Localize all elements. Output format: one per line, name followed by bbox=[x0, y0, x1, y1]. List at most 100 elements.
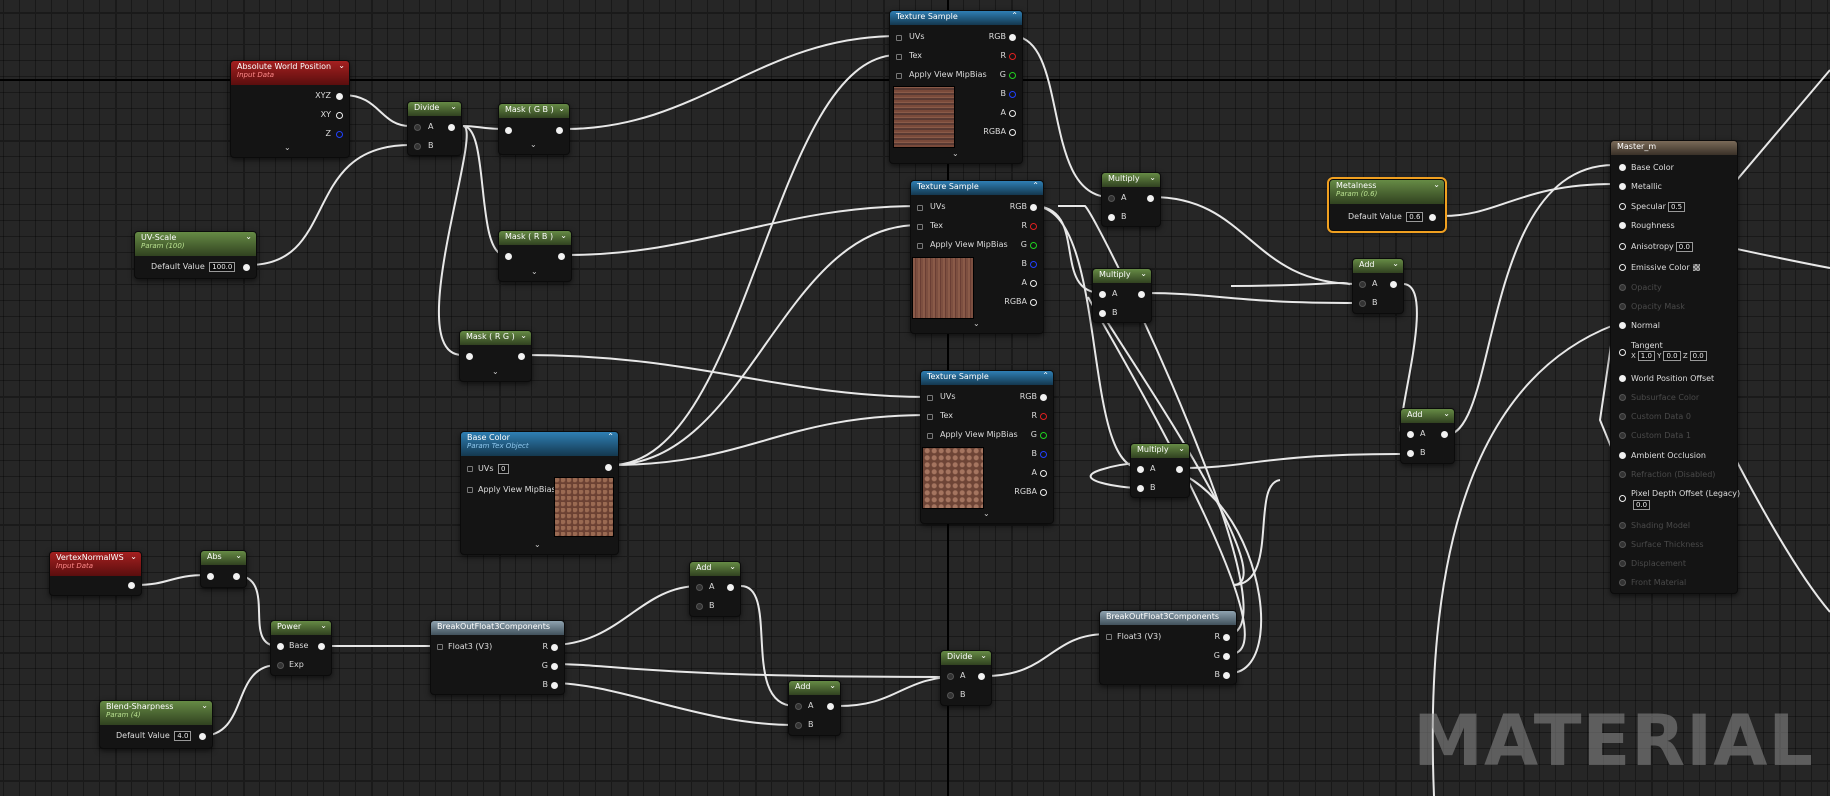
node-add-3[interactable]: Add⌄ A B bbox=[689, 561, 741, 617]
chevron-up-icon[interactable]: ⌃ bbox=[1011, 11, 1018, 20]
expand-chevron-icon[interactable]: ⌄ bbox=[973, 319, 980, 328]
output-pin-b[interactable] bbox=[1040, 451, 1047, 458]
input-pin-b[interactable] bbox=[696, 603, 703, 610]
node-header[interactable]: Add⌄ bbox=[1401, 409, 1454, 423]
input-pin[interactable] bbox=[1619, 243, 1626, 250]
chevron-down-icon[interactable]: ⌄ bbox=[558, 104, 565, 113]
output-pin-a[interactable] bbox=[1009, 110, 1016, 117]
output-pin[interactable] bbox=[727, 584, 734, 591]
node-header[interactable]: Abs⌄ bbox=[201, 551, 246, 565]
output-pin[interactable] bbox=[1138, 291, 1145, 298]
specular-value-field[interactable]: 0.5 bbox=[1667, 202, 1686, 212]
chevron-down-icon[interactable]: ⌄ bbox=[130, 552, 137, 561]
node-breakout-float3-2[interactable]: BreakOutFloat3Components Float3 (V3) R G… bbox=[1099, 610, 1237, 685]
output-pin-rgba[interactable] bbox=[1040, 489, 1047, 496]
node-header[interactable]: Add⌄ bbox=[789, 681, 840, 695]
input-pin-b[interactable] bbox=[1099, 310, 1106, 317]
input-pin-a[interactable] bbox=[1099, 291, 1106, 298]
chevron-down-icon[interactable]: ⌄ bbox=[829, 681, 836, 690]
output-pin-b[interactable] bbox=[1030, 261, 1037, 268]
expand-chevron-icon[interactable]: ⌄ bbox=[531, 267, 538, 276]
output-pin-rgba[interactable] bbox=[1009, 129, 1016, 136]
input-pin[interactable] bbox=[1619, 349, 1626, 356]
input-pin-tex[interactable] bbox=[896, 54, 902, 60]
output-pin-xy[interactable] bbox=[336, 112, 343, 119]
node-multiply-3[interactable]: Multiply⌄ A B bbox=[1130, 443, 1190, 498]
chevron-down-icon[interactable]: ⌄ bbox=[201, 701, 208, 710]
output-pin[interactable] bbox=[978, 673, 985, 680]
output-pin-g[interactable] bbox=[1223, 653, 1230, 660]
node-power[interactable]: Power⌄ Base Exp bbox=[270, 620, 332, 676]
node-mask-gb[interactable]: Mask ( G B )⌄ ⌄ bbox=[498, 103, 570, 155]
input-pin-a[interactable] bbox=[1137, 466, 1144, 473]
expand-chevron-icon[interactable]: ⌄ bbox=[530, 140, 537, 149]
node-texture-sample-2[interactable]: Texture Sample⌃ UVs Tex Apply View MipBi… bbox=[910, 180, 1044, 334]
output-pin-a[interactable] bbox=[1040, 470, 1047, 477]
node-header[interactable]: Divide⌄ bbox=[408, 102, 461, 116]
input-pin-b[interactable] bbox=[947, 692, 954, 699]
output-pin-a[interactable] bbox=[1030, 280, 1037, 287]
anisotropy-value-field[interactable]: 0.0 bbox=[1675, 242, 1693, 252]
node-add-1[interactable]: Add⌄ A B bbox=[1352, 258, 1404, 314]
node-header[interactable]: Multiply⌄ bbox=[1102, 173, 1160, 187]
tangent-x-field[interactable]: 1.0 bbox=[1637, 351, 1655, 361]
node-texture-sample-1[interactable]: Texture Sample⌃ UVs Tex Apply View MipBi… bbox=[889, 10, 1023, 164]
input-pin-a[interactable] bbox=[1407, 431, 1414, 438]
input-pin[interactable] bbox=[1619, 495, 1626, 502]
node-add-4[interactable]: Add⌄ A B bbox=[788, 680, 841, 736]
chevron-down-icon[interactable]: ⌄ bbox=[1140, 269, 1147, 278]
input-pin-tex[interactable] bbox=[927, 414, 933, 420]
chevron-down-icon[interactable]: ⌄ bbox=[320, 621, 327, 630]
uvs-pin[interactable] bbox=[467, 466, 473, 472]
output-pin[interactable] bbox=[556, 127, 563, 134]
node-header[interactable]: Multiply⌄ bbox=[1131, 444, 1189, 458]
output-pin[interactable] bbox=[318, 643, 325, 650]
input-pin-tex[interactable] bbox=[917, 224, 923, 230]
mipbias-pin[interactable] bbox=[467, 487, 473, 493]
input-pin-float3[interactable] bbox=[437, 644, 443, 650]
node-header[interactable]: Add⌄ bbox=[1353, 259, 1403, 273]
input-pin-a[interactable] bbox=[1359, 281, 1366, 288]
node-header[interactable]: Multiply⌄ bbox=[1093, 269, 1151, 283]
input-pin[interactable] bbox=[1619, 222, 1626, 229]
node-header[interactable]: BreakOutFloat3Components bbox=[1100, 611, 1236, 625]
uvs-field[interactable]: 0 bbox=[498, 464, 509, 474]
input-pin-a[interactable] bbox=[696, 584, 703, 591]
input-pin-mipbias[interactable] bbox=[917, 243, 923, 249]
input-pin-uvs[interactable] bbox=[927, 395, 933, 401]
node-header[interactable]: Power⌄ bbox=[271, 621, 331, 635]
input-pin[interactable] bbox=[505, 253, 512, 260]
output-pin[interactable] bbox=[605, 464, 612, 471]
output-pin[interactable] bbox=[1429, 214, 1436, 221]
node-header[interactable]: Texture Sample⌃ bbox=[921, 371, 1053, 385]
output-pin-rgb[interactable] bbox=[1030, 204, 1037, 211]
expand-chevron-icon[interactable]: ⌄ bbox=[983, 509, 990, 518]
output-pin-rgb[interactable] bbox=[1040, 394, 1047, 401]
chevron-down-icon[interactable]: ⌄ bbox=[1392, 259, 1399, 268]
input-pin-a[interactable] bbox=[947, 673, 954, 680]
color-swatch-icon[interactable] bbox=[1692, 264, 1700, 271]
node-texture-sample-3[interactable]: Texture Sample⌃ UVs Tex Apply View MipBi… bbox=[920, 370, 1054, 524]
input-pin-a[interactable] bbox=[1108, 195, 1115, 202]
default-value-field[interactable]: 0.6 bbox=[1406, 212, 1424, 222]
chevron-down-icon[interactable]: ⌄ bbox=[729, 562, 736, 571]
node-header[interactable]: Mask ( R B )⌄ bbox=[499, 231, 571, 245]
input-pin-float3[interactable] bbox=[1106, 634, 1112, 640]
output-pin[interactable] bbox=[199, 733, 206, 740]
node-header[interactable]: Texture Sample⌃ bbox=[911, 181, 1043, 195]
input-pin-uvs[interactable] bbox=[917, 205, 923, 211]
output-pin-g[interactable] bbox=[551, 663, 558, 670]
chevron-down-icon[interactable]: ⌄ bbox=[245, 232, 252, 241]
expand-chevron-icon[interactable]: ⌄ bbox=[284, 143, 291, 152]
chevron-up-icon[interactable]: ⌃ bbox=[607, 432, 614, 441]
input-pin-mipbias[interactable] bbox=[927, 433, 933, 439]
tangent-y-field[interactable]: 0.0 bbox=[1663, 351, 1681, 361]
